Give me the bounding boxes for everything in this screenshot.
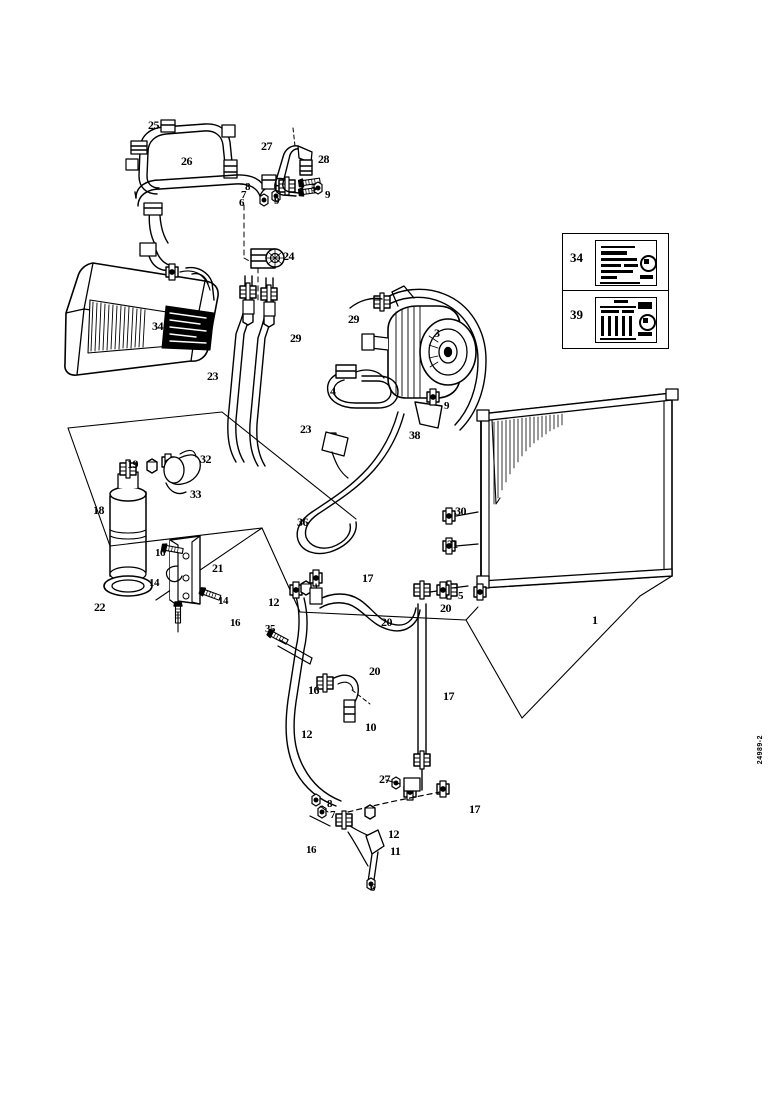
figure-code: 24989-2 bbox=[757, 735, 764, 765]
callout-6: 6 bbox=[239, 197, 245, 209]
decal-image-39 bbox=[595, 297, 657, 343]
callout-19: 19 bbox=[127, 457, 139, 471]
callout-14: 14 bbox=[218, 595, 229, 607]
callout-4: 4 bbox=[330, 384, 336, 398]
callout-33: 33 bbox=[190, 487, 202, 501]
callout-17: 17 bbox=[443, 689, 455, 703]
callout-30: 30 bbox=[455, 504, 467, 518]
callout-12: 12 bbox=[301, 727, 313, 741]
callout-7: 7 bbox=[241, 189, 247, 201]
callout-28: 28 bbox=[318, 152, 330, 166]
decal-image-34 bbox=[595, 240, 657, 286]
callout-36: 36 bbox=[297, 515, 309, 529]
callout-24: 24 bbox=[283, 249, 295, 263]
callout-38: 38 bbox=[409, 428, 421, 442]
decal-number-34: 34 bbox=[570, 250, 583, 265]
callout-8: 8 bbox=[327, 798, 333, 810]
callout-7: 7 bbox=[330, 809, 336, 821]
callout-23: 23 bbox=[300, 422, 312, 436]
callout-16: 16 bbox=[230, 617, 241, 629]
callout-16: 16 bbox=[308, 683, 320, 697]
callout-22: 22 bbox=[94, 600, 106, 614]
callout-12: 12 bbox=[268, 595, 280, 609]
callout-10: 10 bbox=[365, 720, 377, 734]
callout-9: 9 bbox=[325, 189, 331, 201]
decal-row-39: 39 bbox=[563, 291, 668, 347]
callout-29: 29 bbox=[290, 331, 302, 345]
decal-number-39: 39 bbox=[570, 307, 583, 322]
callout-20: 20 bbox=[381, 615, 393, 629]
callout-17: 17 bbox=[362, 571, 374, 585]
callout-5: 5 bbox=[458, 590, 464, 602]
callout-3: 3 bbox=[434, 326, 440, 340]
callout-34: 34 bbox=[152, 319, 164, 333]
callout-35: 35 bbox=[265, 623, 276, 635]
callout-26: 26 bbox=[181, 154, 193, 168]
callout-27: 27 bbox=[261, 139, 273, 153]
callout-9: 9 bbox=[274, 195, 280, 207]
callout-6: 6 bbox=[370, 882, 376, 894]
callout-20: 20 bbox=[440, 601, 452, 615]
callout-16: 16 bbox=[155, 547, 166, 559]
callout-12: 12 bbox=[388, 827, 400, 841]
callout-29: 29 bbox=[348, 312, 360, 326]
callout-16: 16 bbox=[306, 844, 317, 856]
callout-11: 11 bbox=[390, 844, 401, 858]
decal-panel: 34 39 bbox=[562, 233, 669, 349]
callout-25: 25 bbox=[148, 118, 160, 132]
callout-18: 18 bbox=[93, 503, 105, 517]
decal-row-34: 34 bbox=[563, 234, 668, 291]
callout-23: 23 bbox=[207, 369, 219, 383]
callout-27: 27 bbox=[379, 772, 391, 786]
callout-14: 14 bbox=[149, 577, 160, 589]
callout-32: 32 bbox=[200, 452, 212, 466]
callout-17: 17 bbox=[469, 802, 481, 816]
callout-9: 9 bbox=[444, 400, 450, 412]
callout-31: 31 bbox=[447, 537, 459, 551]
callout-21: 21 bbox=[212, 561, 224, 575]
callout-1: 1 bbox=[592, 613, 598, 627]
callout-20: 20 bbox=[369, 664, 381, 678]
callout-5: 5 bbox=[311, 182, 317, 194]
callout-8: 8 bbox=[245, 181, 251, 193]
